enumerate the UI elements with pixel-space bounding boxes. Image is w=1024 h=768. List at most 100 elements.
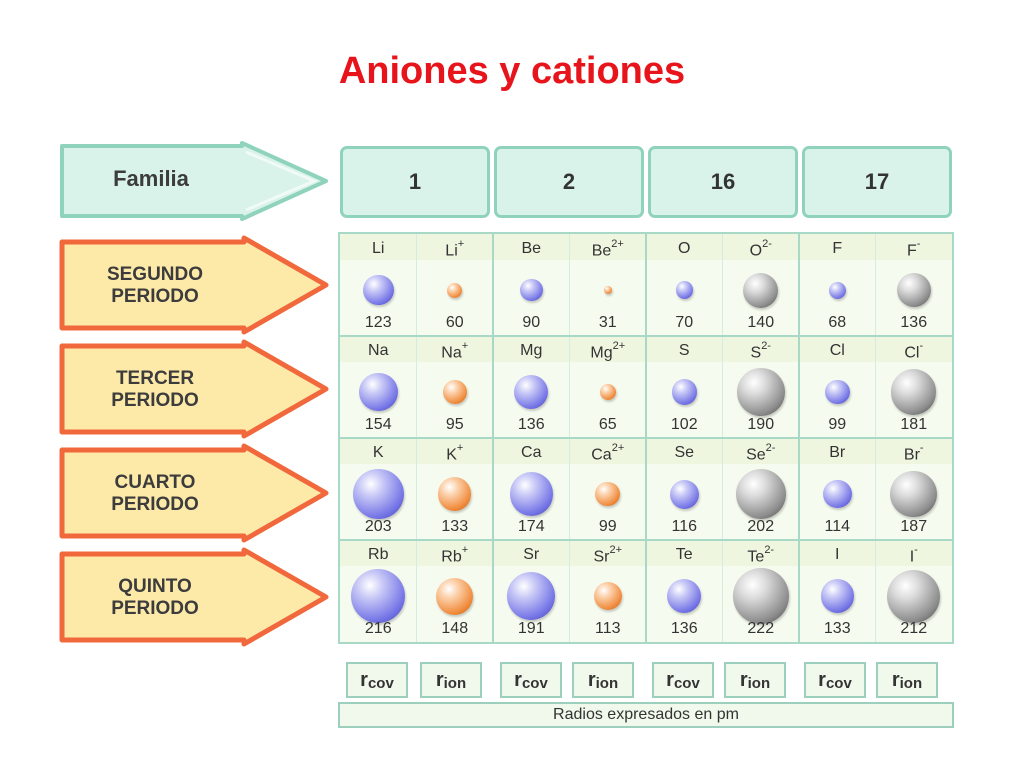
radius-value: 116 bbox=[671, 518, 697, 535]
radius-cell: Sr2+ 113 bbox=[570, 540, 647, 642]
symbol-text: Be bbox=[591, 242, 612, 260]
period-label: SEGUNDO PERIODO bbox=[80, 264, 230, 308]
cation-sphere bbox=[438, 477, 472, 511]
symbol-text: Sr bbox=[593, 548, 610, 566]
cation-sphere bbox=[436, 577, 474, 615]
atom-sphere bbox=[671, 379, 697, 405]
symbol-text: Te bbox=[675, 546, 693, 563]
legend-sub: cov bbox=[521, 674, 548, 692]
symbol-text: Br bbox=[829, 444, 846, 461]
radius-cell: Rb+148 bbox=[417, 540, 494, 642]
cation-sphere bbox=[447, 282, 463, 298]
radius-value: 136 bbox=[517, 416, 545, 433]
symbol-text: Br bbox=[903, 446, 920, 464]
family-header-16: 16 bbox=[648, 146, 798, 218]
atom-sphere bbox=[828, 281, 846, 299]
legend-main: r bbox=[739, 668, 748, 691]
atom-sphere bbox=[351, 569, 406, 623]
radius-value: 216 bbox=[364, 620, 392, 637]
radius-cell: Ca2+99 bbox=[570, 438, 647, 540]
legend-sub: cov bbox=[673, 674, 700, 692]
symbol-text: F bbox=[907, 242, 917, 260]
radius-value: 60 bbox=[445, 314, 464, 331]
element-symbol: Br- bbox=[876, 442, 953, 464]
period-label: QUINTO PERIODO bbox=[80, 576, 230, 620]
radius-cell: O2- 140 bbox=[723, 234, 800, 336]
symbol-text: Mg bbox=[590, 344, 613, 362]
charge-superscript: - bbox=[914, 544, 918, 556]
anion-sphere bbox=[890, 470, 938, 518]
element-symbol: Mg bbox=[493, 342, 570, 360]
element-symbol: O2- bbox=[723, 238, 800, 260]
element-symbol: K bbox=[340, 444, 417, 462]
element-symbol: Sr2+ bbox=[570, 544, 647, 566]
radius-value: 68 bbox=[828, 314, 847, 331]
element-symbol: F bbox=[799, 240, 876, 258]
legend-main: r bbox=[587, 668, 596, 691]
symbol-text: Mg bbox=[520, 342, 543, 359]
radius-cell: S2-190 bbox=[723, 336, 800, 438]
radius-value: 191 bbox=[517, 620, 545, 637]
atom-sphere bbox=[669, 479, 699, 509]
radius-value: 70 bbox=[675, 314, 694, 331]
radius-cell: Li+60 bbox=[417, 234, 494, 336]
element-symbol: S2- bbox=[723, 340, 800, 362]
radius-value: 102 bbox=[670, 416, 698, 433]
radius-cell: Br 114 bbox=[799, 438, 876, 540]
charge-superscript: 2- bbox=[762, 238, 772, 250]
radius-value: 113 bbox=[594, 620, 621, 637]
element-symbol: Na+ bbox=[417, 340, 494, 362]
legend-main: r bbox=[435, 668, 444, 691]
element-symbol: Cl bbox=[799, 342, 876, 360]
element-symbol: Li bbox=[340, 240, 417, 258]
legend-main: r bbox=[891, 668, 900, 691]
element-symbol: K+ bbox=[417, 442, 494, 464]
anion-sphere bbox=[735, 468, 786, 520]
element-symbol: Te2- bbox=[723, 544, 800, 566]
period-label-line2: PERIODO bbox=[111, 494, 199, 515]
radius-value: 114 bbox=[824, 518, 850, 535]
radius-value: 212 bbox=[900, 620, 928, 637]
atom-sphere bbox=[520, 278, 543, 302]
legend-sub: ion bbox=[443, 674, 467, 692]
cation-sphere bbox=[603, 286, 612, 294]
period-label-line1: TERCER bbox=[115, 368, 195, 389]
radius-cell: Cl-181 bbox=[876, 336, 953, 438]
anion-sphere bbox=[733, 568, 789, 624]
symbol-text: Cl bbox=[829, 342, 845, 359]
charge-superscript: + bbox=[461, 544, 469, 556]
cation-sphere bbox=[599, 383, 616, 401]
element-symbol: Te bbox=[646, 546, 723, 564]
symbol-text: Be bbox=[521, 240, 542, 257]
radius-cell: Se2-202 bbox=[723, 438, 800, 540]
period-arrow-quinto: QUINTO PERIODO bbox=[56, 546, 332, 648]
page-title: Aniones y cationes bbox=[338, 50, 686, 92]
anion-sphere bbox=[737, 368, 785, 416]
radius-cell: I-212 bbox=[876, 540, 953, 642]
atom-sphere bbox=[675, 281, 693, 299]
symbol-text: Sr bbox=[523, 546, 540, 563]
charge-superscript: 2- bbox=[765, 442, 776, 454]
radius-cell: Te2-222 bbox=[723, 540, 800, 642]
footer-note: Radios expresados en pm bbox=[338, 702, 954, 728]
element-symbol: Be2+ bbox=[570, 238, 647, 260]
radius-value: 140 bbox=[747, 314, 775, 331]
radius-cell: F-136 bbox=[876, 234, 953, 336]
atom-sphere bbox=[362, 274, 394, 306]
radius-cell: Mg 136 bbox=[493, 336, 570, 438]
symbol-text: K bbox=[372, 444, 384, 461]
symbol-text: Li bbox=[372, 240, 385, 257]
legend-sub: ion bbox=[595, 674, 619, 692]
radius-cell: Br-187 bbox=[876, 438, 953, 540]
period-label-line2: PERIODO bbox=[111, 390, 199, 411]
element-symbol: Br bbox=[799, 444, 876, 462]
